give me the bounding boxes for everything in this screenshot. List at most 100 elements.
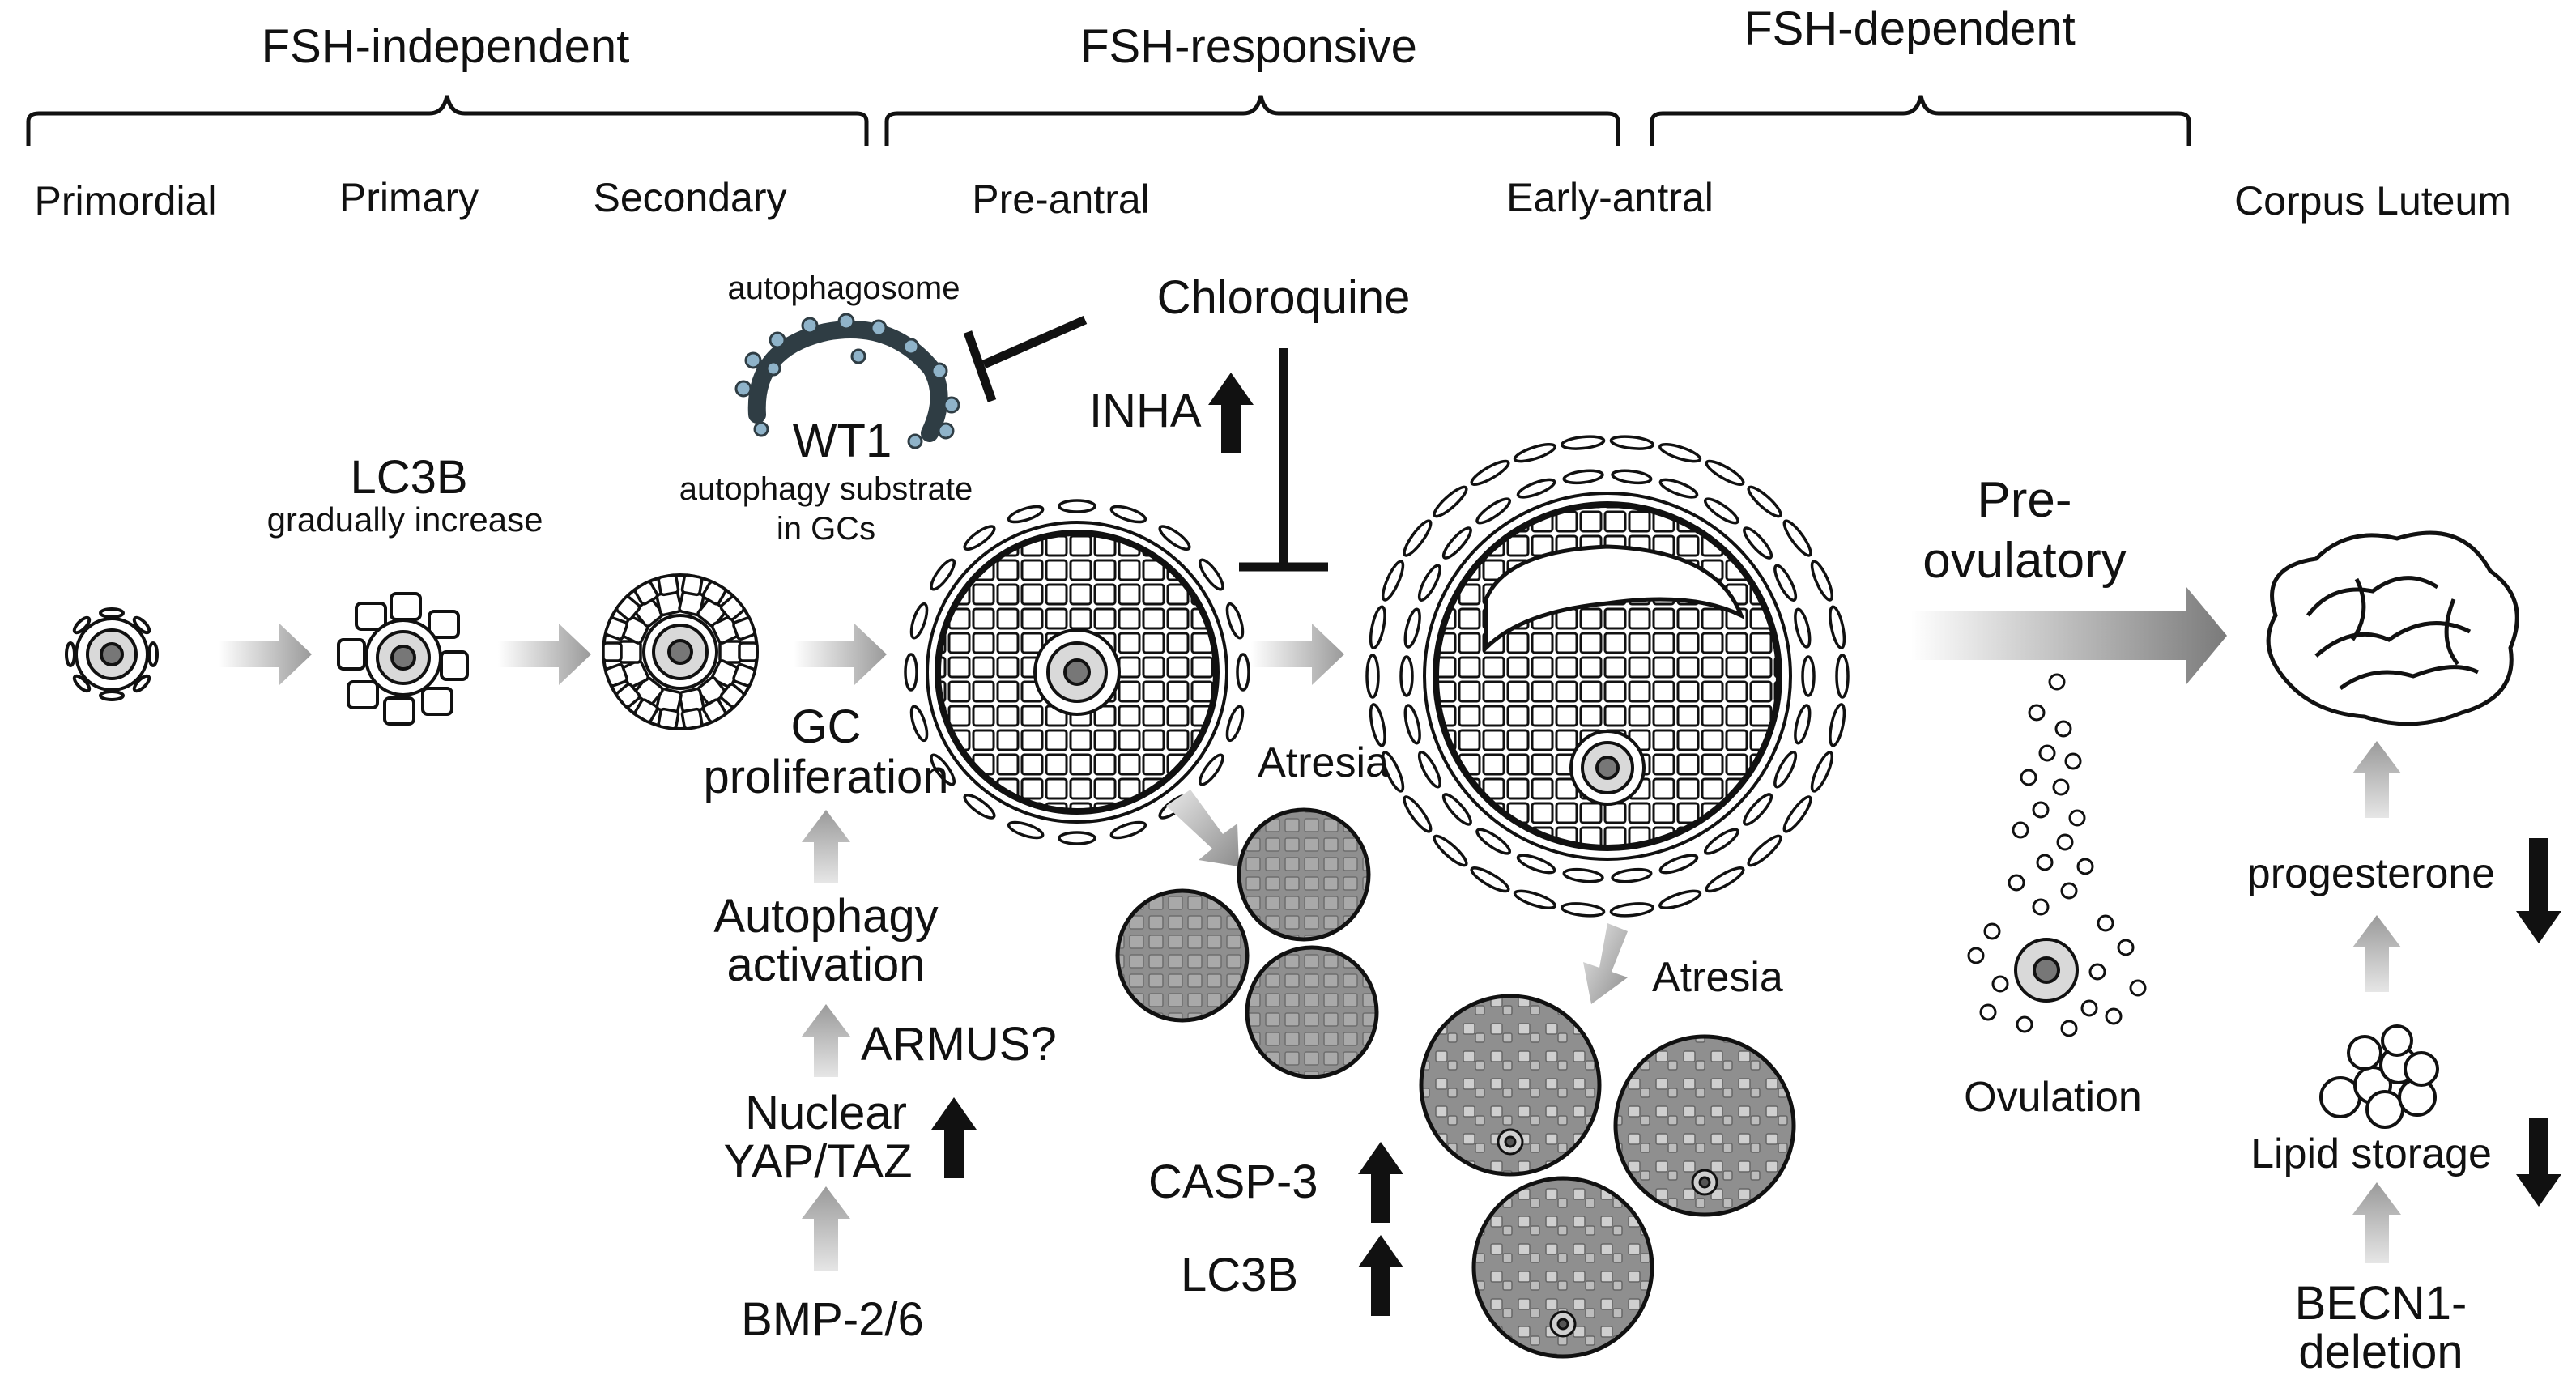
cumulus-cell xyxy=(2016,1015,2033,1033)
theca-cell xyxy=(1417,564,1441,602)
theca-cell xyxy=(909,602,929,640)
cumulus-cell xyxy=(2064,752,2082,770)
label-primordial: Primordial xyxy=(34,178,217,224)
cumulus-cell xyxy=(2052,778,2070,796)
cumulus-cell xyxy=(2028,704,2046,722)
theca-cell xyxy=(1705,866,1745,893)
granulosa-cell xyxy=(657,573,680,597)
granulosa-cell xyxy=(602,641,623,662)
granulosa-cell xyxy=(633,580,659,606)
yap-taz-up-arrow xyxy=(931,1097,977,1178)
theca-cell xyxy=(1007,820,1045,840)
lipid-down-arrow xyxy=(2516,1118,2561,1207)
theca-cell xyxy=(1609,902,1654,918)
theca-cell xyxy=(1773,564,1798,602)
theca-cell xyxy=(1403,607,1421,649)
theca-cell xyxy=(1365,654,1380,699)
cumulus-cell xyxy=(2056,833,2074,851)
label-inha: INHA xyxy=(1089,385,1202,437)
cumulus-cell xyxy=(1967,947,1985,964)
label-ovulation: Ovulation xyxy=(1964,1074,2142,1121)
cumulus-cell xyxy=(2060,882,2078,900)
theca-cell xyxy=(1058,499,1096,513)
theca-cell xyxy=(1705,459,1745,486)
theca-cell xyxy=(1198,753,1224,786)
granulosa-cell xyxy=(604,616,628,641)
cumulus-cell xyxy=(2080,999,2098,1017)
granulosa-cell xyxy=(719,683,745,709)
granulosa-cell xyxy=(719,595,745,621)
theca-cell xyxy=(1835,654,1850,699)
granulosa-cell xyxy=(701,580,727,606)
secondary-follicle xyxy=(602,573,759,730)
theca-cell xyxy=(1369,605,1386,649)
theca-cell xyxy=(1225,705,1245,743)
granulosa-cell xyxy=(657,707,680,730)
lc3b-up-arrow xyxy=(1358,1235,1403,1316)
preantral-follicle xyxy=(904,499,1250,845)
arrow-preovulatory xyxy=(1911,587,2227,684)
label-gc: GC xyxy=(790,700,862,753)
theca-cell xyxy=(1810,560,1834,602)
label-autophagy: Autophagy xyxy=(713,890,939,943)
label-pre: Pre- xyxy=(1977,472,2072,528)
arrow-preantral-to-early-antral xyxy=(1251,624,1344,685)
theca-cell xyxy=(1561,902,1606,918)
inha-up-arrow xyxy=(1208,373,1254,453)
brace-fsh-dependent xyxy=(1650,95,2191,146)
theca-cell xyxy=(1513,889,1556,909)
stage-fsh-responsive: FSH-responsive xyxy=(1080,20,1417,73)
label-casp3: CASP-3 xyxy=(1148,1156,1318,1208)
theca-cell xyxy=(1433,834,1468,867)
theca-cell xyxy=(1561,435,1606,450)
theca-cell xyxy=(1611,469,1653,485)
cumulus-cell xyxy=(2105,1007,2123,1025)
chloroquine-inhibition xyxy=(963,315,1328,572)
cumulus-cell xyxy=(2088,963,2106,981)
theca-cell xyxy=(1782,519,1812,557)
arrow-bmp-to-yap xyxy=(802,1186,850,1271)
cumulus-cell xyxy=(2012,821,2029,839)
cumulus-cell xyxy=(2060,1020,2078,1037)
theca-cell xyxy=(1743,526,1773,560)
cumulus-cell xyxy=(1979,1003,1997,1021)
granulosa-cell xyxy=(615,595,641,621)
theca-cell xyxy=(909,705,929,743)
arrow-autophagy-to-gc xyxy=(802,810,850,883)
label-armus: ARMUS? xyxy=(861,1018,1057,1071)
arrow-primordial-to-primary xyxy=(219,624,312,685)
granulosa-cell xyxy=(738,641,759,662)
cumulus-cell xyxy=(2038,744,2056,762)
primordial-follicle xyxy=(65,607,159,701)
theca-cell xyxy=(1433,485,1468,518)
antrum-cavity xyxy=(1484,544,1745,654)
theca-cell xyxy=(1513,443,1556,463)
lipid-droplets xyxy=(2319,1024,2439,1129)
arrow-becn1-to-lipid xyxy=(2352,1182,2401,1263)
theca-cell xyxy=(1747,834,1782,867)
theca-cell xyxy=(1516,478,1556,499)
theca-cell xyxy=(1198,558,1224,591)
theca-cell xyxy=(1109,505,1147,524)
label-gradually-increase: gradually increase xyxy=(266,500,543,539)
stage-fsh-independent: FSH-independent xyxy=(261,20,630,73)
theca-cell xyxy=(1747,485,1782,518)
vertical-arrows xyxy=(802,741,2401,1271)
theca-cell xyxy=(930,753,956,786)
label-autophagosome: autophagosome xyxy=(727,270,960,306)
theca-cell xyxy=(1381,751,1405,793)
theca-cell xyxy=(1658,443,1702,463)
theca-cell xyxy=(1611,867,1653,883)
arrow-armus-to-autophagy xyxy=(802,1004,850,1077)
label-lc3b-top: LC3B xyxy=(350,451,468,504)
theca-cell xyxy=(1609,435,1654,450)
cumulus-cell xyxy=(2032,898,2050,916)
early-antral-follicle xyxy=(1365,435,1850,918)
arrow-progesterone-to-cl xyxy=(2352,741,2401,818)
label-corpus-luteum: Corpus Luteum xyxy=(2234,178,2511,224)
theca-cell xyxy=(904,653,918,692)
granulosa-cell xyxy=(701,698,727,724)
atretic-follicles-early-antral xyxy=(1419,994,1796,1359)
theca-cell xyxy=(1475,828,1512,855)
label-wt1-in-gcs: in GCs xyxy=(776,511,876,547)
